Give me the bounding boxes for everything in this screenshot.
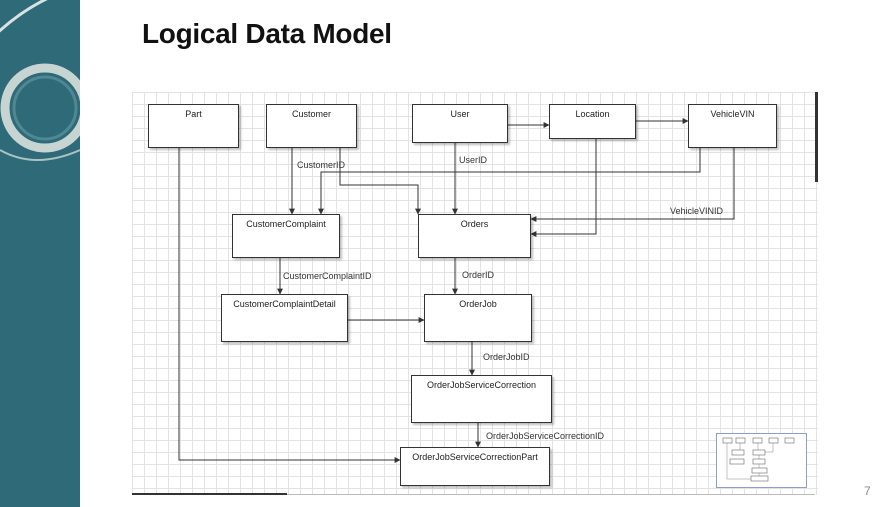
canvas-bottom-line — [287, 494, 815, 495]
label-customer-id: CustomerID — [297, 160, 346, 170]
entity-orderjob-service-correction[interactable]: OrderJobServiceCorrection — [411, 375, 552, 423]
slide-sidebar — [0, 0, 80, 507]
canvas-scroll-edge-bottom — [132, 493, 287, 495]
entity-location[interactable]: Location — [549, 104, 636, 139]
entity-vehiclevin-label: VehicleVIN — [710, 109, 755, 119]
entity-customer-complaint-detail[interactable]: CustomerComplaintDetail — [221, 294, 348, 342]
entity-customer-complaint[interactable]: CustomerComplaint — [232, 214, 340, 258]
label-customer-complaint-id: CustomerComplaintID — [283, 271, 372, 281]
entity-orders-label: Orders — [460, 219, 489, 229]
entity-customer-complaint-label: CustomerComplaint — [246, 219, 326, 229]
entity-part[interactable]: Part — [148, 104, 239, 148]
connector-location-orders — [530, 139, 597, 237]
entity-user-label: User — [450, 109, 470, 119]
entity-customer-label: Customer — [291, 109, 331, 119]
canvas-scroll-edge — [815, 92, 818, 182]
entity-orderjob-label: OrderJob — [459, 299, 497, 309]
connector-customer-orders — [339, 148, 421, 215]
diagram-minimap[interactable] — [716, 433, 807, 488]
page-number: 7 — [864, 484, 871, 498]
label-user-id: UserID — [459, 155, 488, 165]
entity-orderjob-service-correction-label: OrderJobServiceCorrection — [426, 380, 537, 390]
minimap-preview — [722, 437, 795, 482]
connector-part-correctionpart — [178, 148, 401, 463]
connector-vehiclevin-complaint — [318, 148, 701, 215]
label-order-job-id: OrderJobID — [483, 352, 530, 362]
entity-orderjob-service-correction-part[interactable]: OrderJobServiceCorrectionPart — [400, 447, 550, 486]
entity-customer[interactable]: Customer — [266, 104, 357, 148]
entity-orders[interactable]: Orders — [418, 214, 531, 258]
entity-orderjob-service-correction-part-label: OrderJobServiceCorrectionPart — [412, 452, 538, 462]
slide-title: Logical Data Model — [142, 18, 392, 49]
label-vehicle-vin-id: VehicleVINID — [670, 206, 724, 216]
entity-orderjob[interactable]: OrderJob — [424, 294, 532, 342]
label-order-job-service-correction-id: OrderJobServiceCorrectionID — [486, 431, 605, 441]
entity-user[interactable]: User — [412, 104, 508, 143]
entity-location-label: Location — [575, 109, 610, 119]
sidebar-ring-decoration — [0, 0, 80, 161]
label-order-id: OrderID — [462, 270, 495, 280]
entity-vehiclevin[interactable]: VehicleVIN — [688, 104, 777, 148]
diagram-canvas — [132, 92, 818, 495]
connector-vehiclevin-orders — [530, 148, 735, 222]
entity-customer-complaint-detail-label: CustomerComplaintDetail — [233, 299, 336, 309]
entity-part-label: Part — [185, 109, 202, 119]
